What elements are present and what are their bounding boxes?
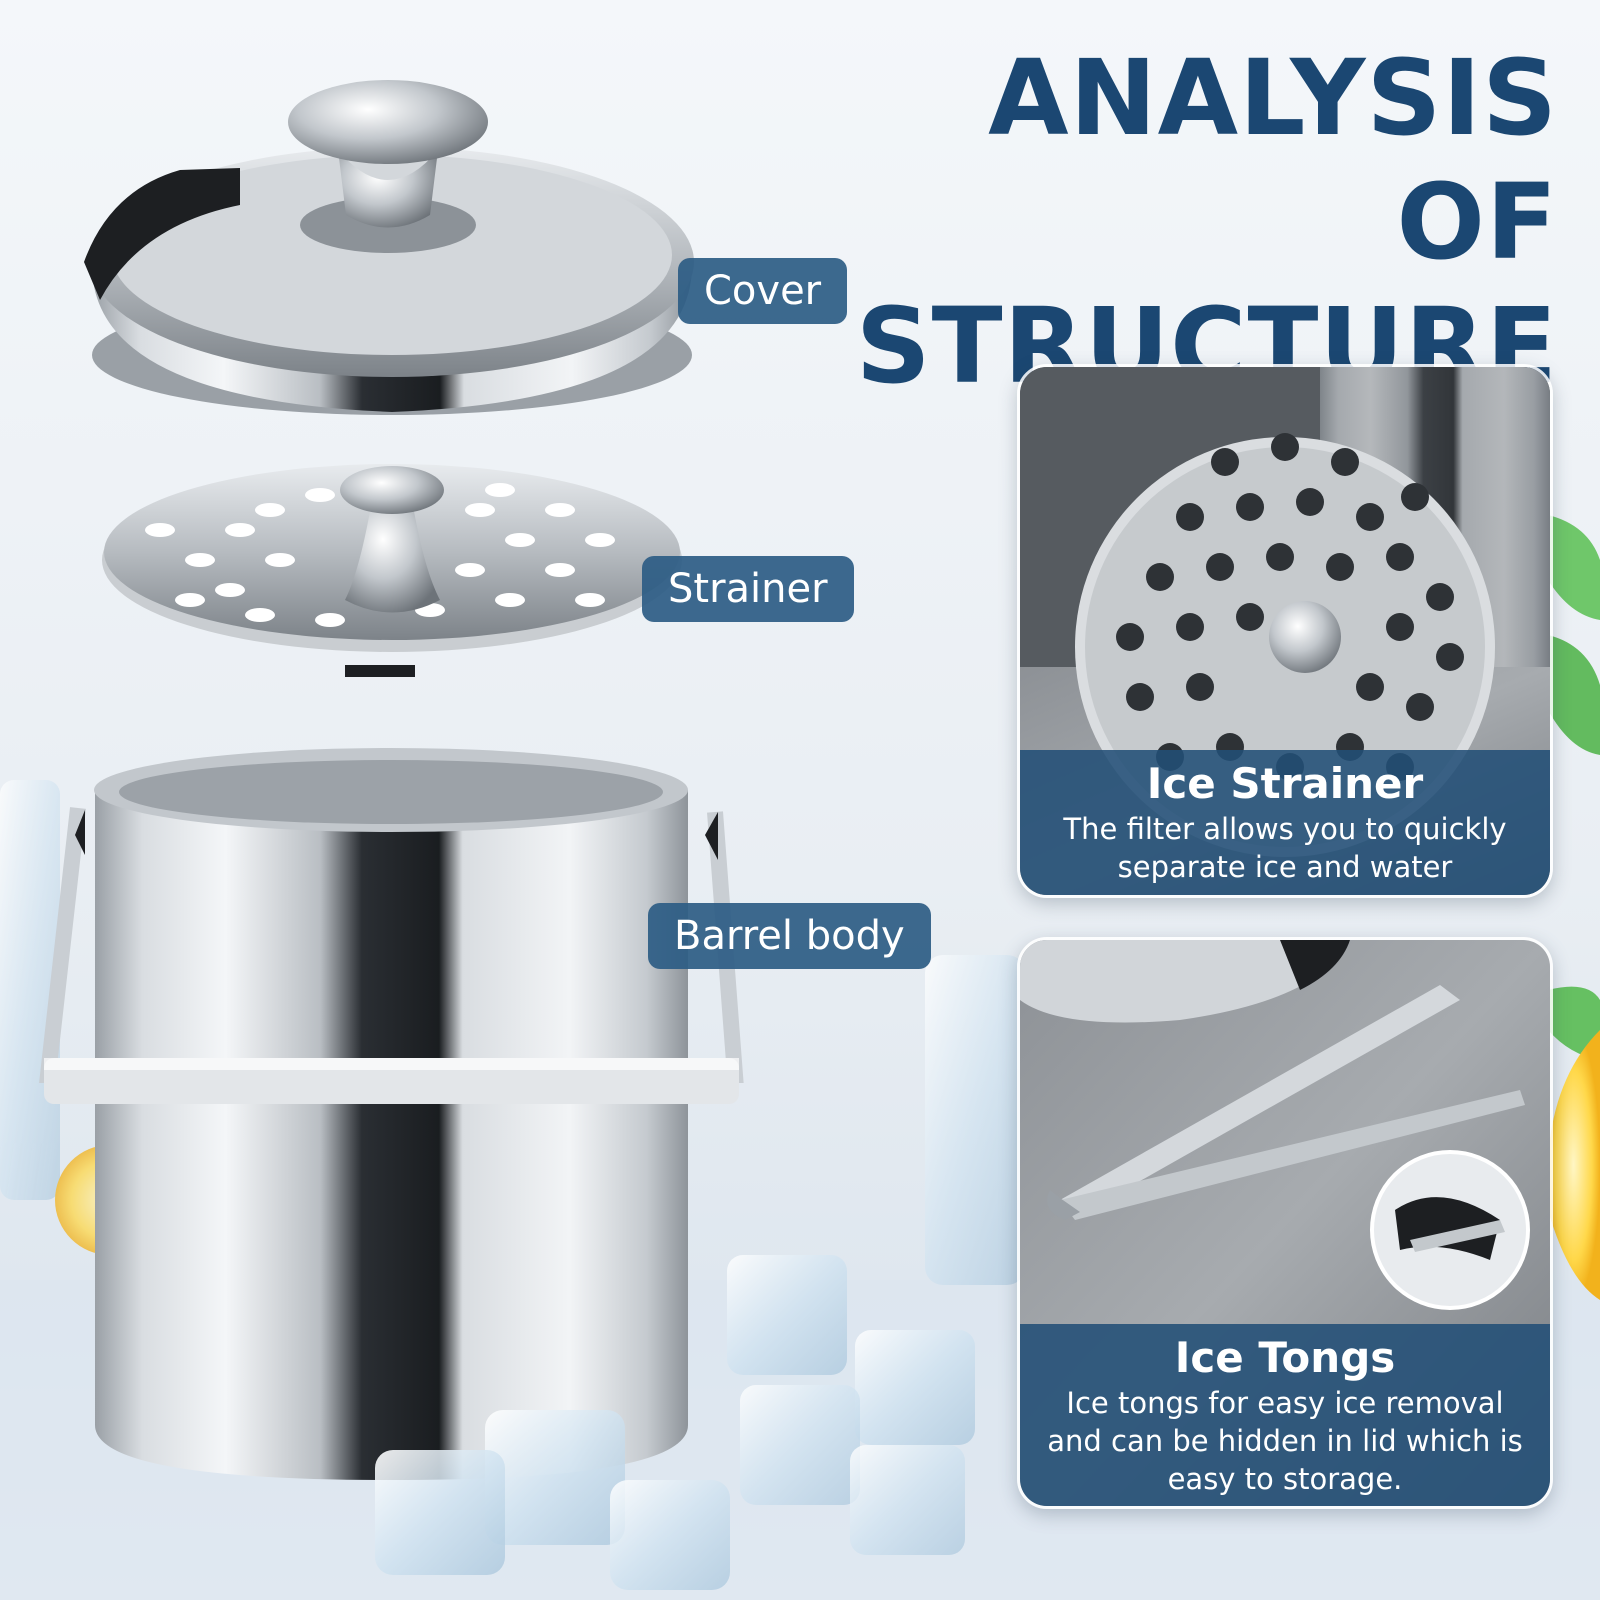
headline-line-1: ANALYSIS OF: [988, 37, 1558, 283]
decor-right: [925, 515, 1600, 1300]
ice-strainer-description: The filter allows you to quickly separat…: [1063, 812, 1507, 884]
cover-lid: [84, 80, 694, 415]
barrel-body: [39, 748, 744, 1480]
ice-strainer-card: Ice Strainer The filter allows you to qu…: [1017, 364, 1553, 898]
ice-cubes: [375, 1255, 975, 1590]
strainer-plate: [102, 464, 682, 677]
ice-tongs-card: Ice Tongs Ice tongs for easy ice removal…: [1017, 937, 1553, 1509]
ice-tongs-caption: Ice Tongs Ice tongs for easy ice removal…: [1020, 1324, 1550, 1506]
page-headline: ANALYSIS OF STRUCTURE: [798, 36, 1558, 408]
ice-tongs-title: Ice Tongs: [1174, 1333, 1396, 1382]
cover-label: Cover: [678, 258, 848, 324]
ice-tongs-description: Ice tongs for easy ice removal and can b…: [1047, 1386, 1523, 1496]
ice-strainer-title: Ice Strainer: [1146, 759, 1424, 808]
ice-strainer-caption: Ice Strainer The filter allows you to qu…: [1020, 750, 1550, 895]
strainer-label: Strainer: [642, 556, 854, 622]
barrel-body-label: Barrel body: [648, 903, 931, 969]
